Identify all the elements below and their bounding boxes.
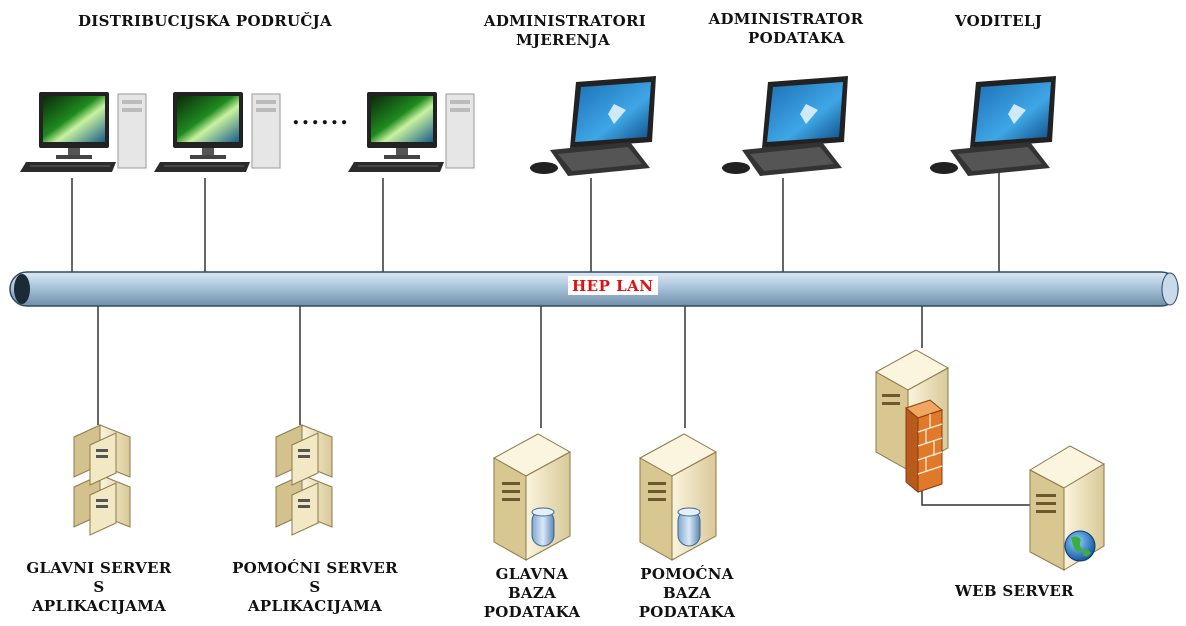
data-admin-label: ADMINISTRATOR PODATAKA bbox=[696, 10, 876, 48]
data-admin-line-1: ADMINISTRATOR bbox=[708, 10, 864, 28]
aux-db-line-3: PODATAKA bbox=[638, 603, 736, 621]
server-rack-icon bbox=[275, 424, 333, 536]
measurement-admins-label: ADMINISTRATORI MJERENJA bbox=[470, 12, 660, 50]
lan-bus-label: HEP LAN bbox=[568, 276, 658, 295]
web-server-label: WEB SERVER bbox=[955, 582, 1074, 601]
manager-label-text: VODITELJ bbox=[955, 12, 1043, 30]
aux-server-line-3: APLIKACIJAMA bbox=[247, 597, 383, 615]
distribution-areas-label: DISTRIBUCIJSKA PODRUČJA bbox=[78, 12, 332, 31]
globe-icon bbox=[1064, 530, 1096, 562]
main-db-line-1: GLAVNA bbox=[495, 565, 569, 583]
aux-server-line-2: S bbox=[309, 578, 321, 596]
data-admin-line-2: PODATAKA bbox=[748, 29, 845, 47]
measurement-admins-line-1: ADMINISTRATORI bbox=[483, 12, 647, 30]
distribution-areas-label-text: DISTRIBUCIJSKA PODRUČJA bbox=[78, 12, 332, 30]
main-server-line-3: APLIKACIJAMA bbox=[31, 597, 167, 615]
laptop-icon bbox=[530, 76, 656, 176]
aux-db-line-1: POMOĆNA bbox=[640, 565, 734, 583]
main-db-line-2: BAZA bbox=[507, 584, 557, 602]
manager-label: VODITELJ bbox=[955, 12, 1042, 31]
firewall-icon bbox=[904, 399, 944, 494]
main-db-line-3: PODATAKA bbox=[483, 603, 581, 621]
laptop-icon bbox=[930, 76, 1056, 176]
web-server-label-text: WEB SERVER bbox=[955, 582, 1074, 600]
aux-db-line-2: BAZA bbox=[662, 584, 712, 602]
measurement-admins-line-2: MJERENJA bbox=[516, 31, 610, 49]
database-server-icon bbox=[492, 433, 572, 561]
main-server-line-2: S bbox=[93, 578, 105, 596]
main-server-line-1: GLAVNI SERVER bbox=[26, 559, 172, 577]
ellipsis-text: ...... bbox=[292, 104, 350, 130]
desktop-computer-icon bbox=[20, 92, 147, 172]
laptop-icon bbox=[722, 76, 848, 176]
main-db-label: GLAVNA BAZA PODATAKA bbox=[462, 565, 602, 622]
desktop-computer-icon bbox=[348, 92, 475, 172]
aux-server-line-1: POMOĆNI SERVER bbox=[232, 559, 398, 577]
database-server-icon bbox=[638, 433, 718, 561]
ellipsis-label: ...... bbox=[292, 104, 350, 130]
desktop-computer-icon bbox=[154, 92, 281, 172]
main-server-label: GLAVNI SERVER S APLIKACIJAMA bbox=[6, 559, 192, 616]
aux-db-label: POMOĆNA BAZA PODATAKA bbox=[612, 565, 762, 622]
server-rack-icon bbox=[73, 424, 131, 536]
aux-server-label: POMOĆNI SERVER S APLIKACIJAMA bbox=[210, 559, 420, 616]
